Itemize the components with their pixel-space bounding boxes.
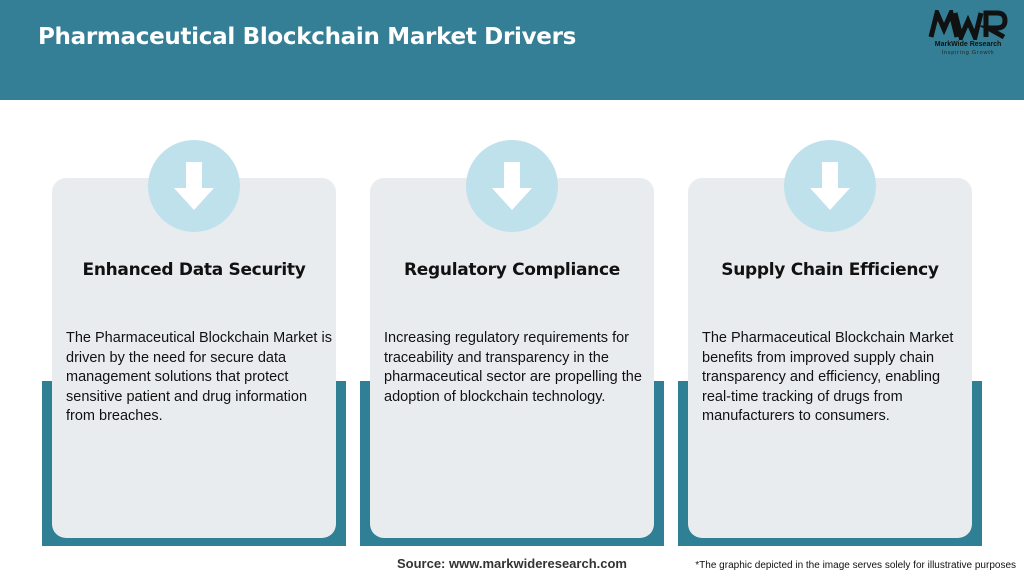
driver-column: Enhanced Data Security The Pharmaceutica…: [42, 140, 346, 550]
logo-tagline: Inspiring Growth: [941, 50, 995, 56]
down-arrow-icon: [174, 162, 214, 210]
brand-logo: MarkWide Research Inspiring Growth: [922, 10, 1014, 58]
driver-description: The Pharmaceutical Blockchain Market is …: [66, 330, 332, 424]
icon-circle: [466, 140, 558, 232]
driver-title: Regulatory Compliance: [404, 260, 620, 280]
driver-description: Increasing regulatory requirements for t…: [384, 330, 642, 405]
page-title: Pharmaceutical Blockchain Market Drivers: [38, 24, 577, 50]
driver-card: Enhanced Data Security The Pharmaceutica…: [52, 178, 336, 538]
driver-column: Supply Chain Efficiency The Pharmaceutic…: [678, 140, 982, 550]
driver-description: The Pharmaceutical Blockchain Market ben…: [702, 330, 954, 424]
icon-circle: [784, 140, 876, 232]
source-credit: Source: www.markwideresearch.com: [396, 556, 627, 571]
driver-card: Supply Chain Efficiency The Pharmaceutic…: [688, 178, 972, 538]
down-arrow-icon: [810, 162, 850, 210]
driver-title: Supply Chain Efficiency: [721, 260, 939, 280]
logo-company-name: MarkWide Research: [934, 41, 1002, 48]
mwr-logo-icon: [928, 10, 1008, 40]
disclaimer-note: *The graphic depicted in the image serve…: [695, 560, 1016, 571]
header-banner: Pharmaceutical Blockchain Market Drivers…: [0, 0, 1024, 100]
icon-circle: [148, 140, 240, 232]
down-arrow-icon: [492, 162, 532, 210]
driver-card: Regulatory Compliance Increasing regulat…: [370, 178, 654, 538]
driver-column: Regulatory Compliance Increasing regulat…: [360, 140, 664, 550]
driver-title: Enhanced Data Security: [82, 260, 306, 280]
